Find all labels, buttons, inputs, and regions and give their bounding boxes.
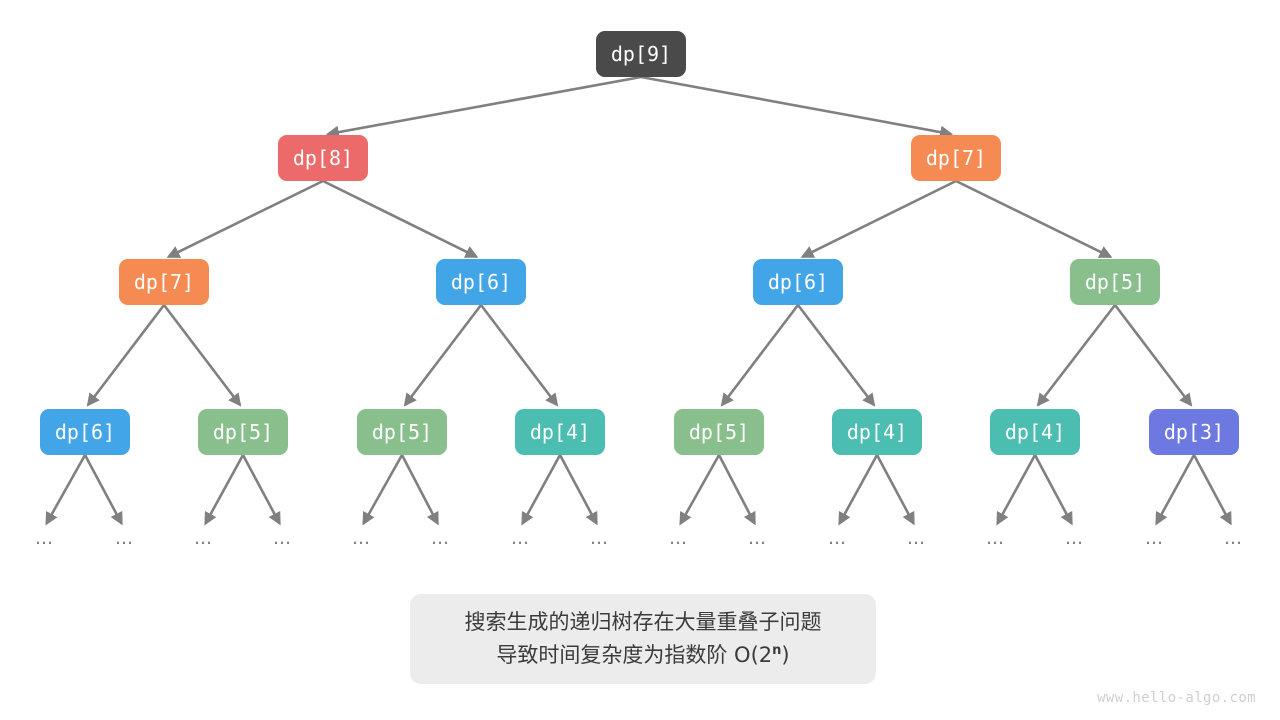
ellipsis-marker: ... <box>351 526 371 549</box>
tree-node-label: dp[5] <box>371 420 433 444</box>
caption-line-1: 搜索生成的递归树存在大量重叠子问题 <box>464 610 822 634</box>
ellipsis-marker: ... <box>114 526 134 549</box>
tree-edge <box>45 454 87 526</box>
tree-node-label: dp[7] <box>133 270 195 294</box>
tree-node-dp4[interactable]: dp[4] <box>515 409 605 455</box>
tree-node-label: dp[5] <box>212 420 274 444</box>
ellipsis-marker: ... <box>1064 526 1084 549</box>
tree-node-dp4[interactable]: dp[4] <box>832 409 922 455</box>
tree-edge <box>479 304 559 407</box>
tree-node-dp6[interactable]: dp[6] <box>40 409 130 455</box>
tree-edge <box>796 304 876 407</box>
ellipsis-marker: ... <box>272 526 292 549</box>
tree-edge <box>640 75 954 139</box>
tree-node-label: dp[8] <box>292 146 354 170</box>
tree-edge <box>875 454 915 526</box>
ellipsis-marker: ... <box>510 526 530 549</box>
tree-node-dp8[interactable]: dp[8] <box>278 135 368 181</box>
tree-node-dp7[interactable]: dp[7] <box>911 135 1001 181</box>
tree-node-label: dp[6] <box>54 420 116 444</box>
tree-node-dp3[interactable]: dp[3] <box>1149 409 1239 455</box>
tree-edge <box>800 179 957 258</box>
tree-edge <box>521 454 562 526</box>
tree-node-dp6[interactable]: dp[6] <box>753 259 843 305</box>
ellipsis-marker: ... <box>34 526 54 549</box>
caption-box: 搜索生成的递归树存在大量重叠子问题 导致时间复杂度为指数阶 O(2n) <box>410 594 876 684</box>
ellipsis-marker: ... <box>827 526 847 549</box>
tree-edge <box>717 454 756 526</box>
ellipsis-marker: ... <box>430 526 450 549</box>
tree-edge <box>1113 304 1193 407</box>
tree-node-label: dp[4] <box>846 420 908 444</box>
tree-node-label: dp[5] <box>688 420 750 444</box>
tree-edge <box>162 304 242 407</box>
tree-node-dp5[interactable]: dp[5] <box>357 409 447 455</box>
ellipsis-marker: ... <box>668 526 688 549</box>
tree-edge <box>720 304 800 407</box>
tree-edge <box>1192 454 1232 526</box>
tree-edge <box>322 179 479 258</box>
tree-edge <box>86 304 166 407</box>
ellipsis-marker: ... <box>747 526 767 549</box>
tree-node-label: dp[4] <box>529 420 591 444</box>
ellipsis-marker: ... <box>1223 526 1243 549</box>
tree-edge <box>403 304 483 407</box>
caption-line-2: 导致时间复杂度为指数阶 O(2n) <box>496 639 789 672</box>
tree-edge <box>558 454 598 526</box>
tree-edge <box>166 179 324 258</box>
tree-edge <box>1033 454 1073 526</box>
tree-edge <box>241 454 281 526</box>
tree-node-label: dp[4] <box>1004 420 1066 444</box>
ellipsis-marker: ... <box>985 526 1005 549</box>
ellipsis-marker: ... <box>193 526 213 549</box>
caption-exponent: n <box>772 643 782 658</box>
tree-node-dp5[interactable]: dp[5] <box>198 409 288 455</box>
tree-node-dp5[interactable]: dp[5] <box>674 409 764 455</box>
tree-edge <box>1155 454 1196 526</box>
ellipsis-marker: ... <box>906 526 926 549</box>
tree-edge <box>204 454 245 526</box>
tree-node-label: dp[7] <box>925 146 987 170</box>
tree-edge <box>325 75 642 139</box>
tree-edge <box>996 454 1037 526</box>
caption-line-2-suffix: ) <box>781 643 790 667</box>
tree-node-label: dp[9] <box>610 42 672 66</box>
caption-line-2-prefix: 导致时间复杂度为指数阶 O(2 <box>496 643 773 667</box>
tree-edge <box>679 454 721 526</box>
tree-node-label: dp[6] <box>767 270 829 294</box>
tree-edge <box>1036 304 1117 407</box>
ellipsis-marker: ... <box>1144 526 1164 549</box>
tree-edge <box>83 454 123 526</box>
tree-node-dp6[interactable]: dp[6] <box>436 259 526 305</box>
edges <box>45 75 1232 526</box>
tree-node-dp9[interactable]: dp[9] <box>596 31 686 77</box>
watermark: www.hello-algo.com <box>1097 690 1256 706</box>
tree-node-label: dp[6] <box>450 270 512 294</box>
tree-edge <box>838 454 879 526</box>
tree-edge <box>400 454 439 526</box>
tree-edge <box>955 179 1113 258</box>
ellipsis-marker: ... <box>589 526 609 549</box>
tree-node-label: dp[5] <box>1084 270 1146 294</box>
tree-edge <box>362 454 404 526</box>
tree-node-label: dp[3] <box>1163 420 1225 444</box>
tree-node-dp5[interactable]: dp[5] <box>1070 259 1160 305</box>
tree-node-dp4[interactable]: dp[4] <box>990 409 1080 455</box>
tree-node-dp7[interactable]: dp[7] <box>119 259 209 305</box>
